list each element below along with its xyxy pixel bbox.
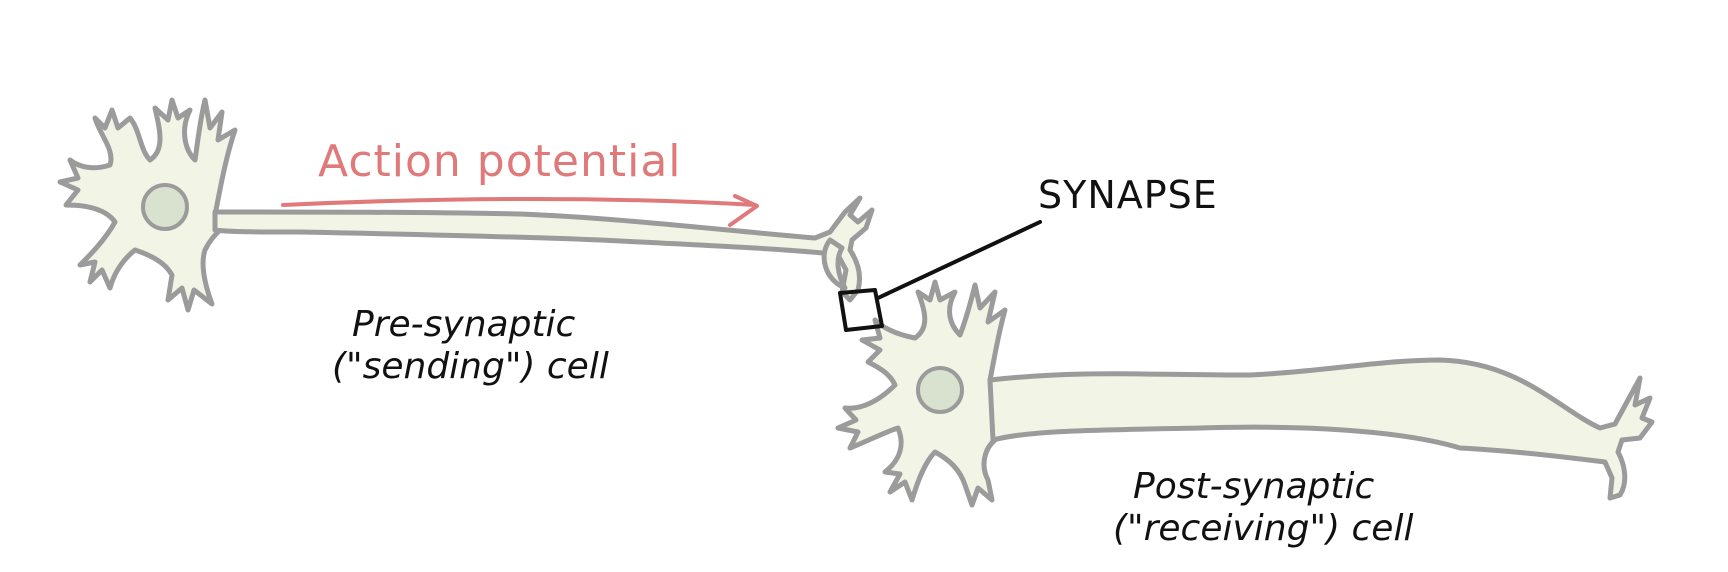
post-synaptic-label-line2: ("receiving") cell bbox=[1113, 508, 1413, 549]
synapse-box bbox=[838, 288, 884, 332]
synapse-marker bbox=[838, 220, 1042, 332]
pre-synaptic-label-line2: ("sending") cell bbox=[332, 346, 609, 387]
pre-synaptic-terminal-curl bbox=[821, 237, 848, 291]
post-synaptic-axon bbox=[987, 357, 1655, 501]
action-potential-arrow-shaft bbox=[281, 196, 757, 207]
post-synaptic-label-line1: Post-synaptic bbox=[1133, 466, 1375, 507]
synapse-label: SYNAPSE bbox=[1038, 173, 1218, 217]
pre-synaptic-label-line1: Pre-synaptic bbox=[352, 304, 576, 345]
action-potential-arrowhead bbox=[728, 194, 759, 227]
pre-synaptic-nucleus bbox=[141, 183, 189, 231]
synapse-callout-line bbox=[876, 220, 1042, 300]
post-synaptic-nucleus bbox=[916, 366, 964, 414]
pre-synaptic-neuron bbox=[57, 97, 875, 313]
action-potential-arrow bbox=[281, 194, 759, 227]
pre-synaptic-axon bbox=[212, 195, 875, 303]
action-potential-label: Action potential bbox=[318, 136, 682, 187]
post-synaptic-neuron bbox=[835, 279, 1655, 508]
